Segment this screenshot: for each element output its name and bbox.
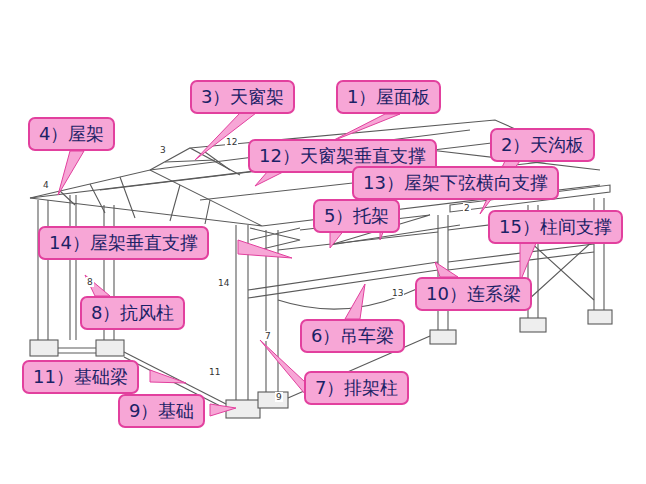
callout-text: 5）托架 xyxy=(324,204,389,228)
callout-number: 3 xyxy=(159,145,167,155)
callout-box: 14）屋架垂直支撑 xyxy=(38,226,209,260)
callout-box: 7）排架柱 xyxy=(304,371,409,405)
callout-number: 13 xyxy=(391,288,404,298)
callout-box: 2）天沟板 xyxy=(490,128,595,162)
callout-text: 3）天窗架 xyxy=(201,85,284,109)
callout-text: 4）屋架 xyxy=(39,122,104,146)
callout-text: 11）基础梁 xyxy=(33,365,128,389)
callout-box: 11）基础梁 xyxy=(22,360,139,394)
callout-text: 2）天沟板 xyxy=(501,133,584,157)
callout-number: 2 xyxy=(463,203,471,213)
callout-text: 12）天窗架垂直支撑 xyxy=(259,144,426,168)
callout-text: 15）柱间支撑 xyxy=(499,215,612,239)
callout-box: 4）屋架 xyxy=(28,117,115,151)
callout-text: 1）屋面板 xyxy=(347,85,430,109)
callout-box: 10）连系梁 xyxy=(415,277,532,311)
callout-text: 10）连系梁 xyxy=(426,282,521,306)
callout-text: 9）基础 xyxy=(129,399,194,423)
callout-text: 6）吊车梁 xyxy=(311,324,394,348)
callout-text: 7）排架柱 xyxy=(315,376,398,400)
callout-number: 4 xyxy=(42,180,50,190)
callout-box: 13）屋架下弦横向支撑 xyxy=(352,166,559,200)
callout-number: 11 xyxy=(208,367,221,377)
callout-number: 14 xyxy=(217,278,230,288)
callout-box: 6）吊车梁 xyxy=(300,319,405,353)
callout-text: 14）屋架垂直支撑 xyxy=(49,231,198,255)
callout-box: 5）托架 xyxy=(313,199,400,233)
callout-text: 8）抗风柱 xyxy=(91,301,174,325)
callout-text: 13）屋架下弦横向支撑 xyxy=(363,171,548,195)
callout-box: 9）基础 xyxy=(118,394,205,428)
callout-box: 15）柱间支撑 xyxy=(488,210,623,244)
callout-number: 9 xyxy=(275,392,283,402)
callout-box: 1）屋面板 xyxy=(336,80,441,114)
callout-number: 8 xyxy=(86,277,94,287)
callout-box: 3）天窗架 xyxy=(190,80,295,114)
callout-box: 8）抗风柱 xyxy=(80,296,185,330)
callout-number: 12 xyxy=(225,137,238,147)
callout-number: 7 xyxy=(264,331,272,341)
